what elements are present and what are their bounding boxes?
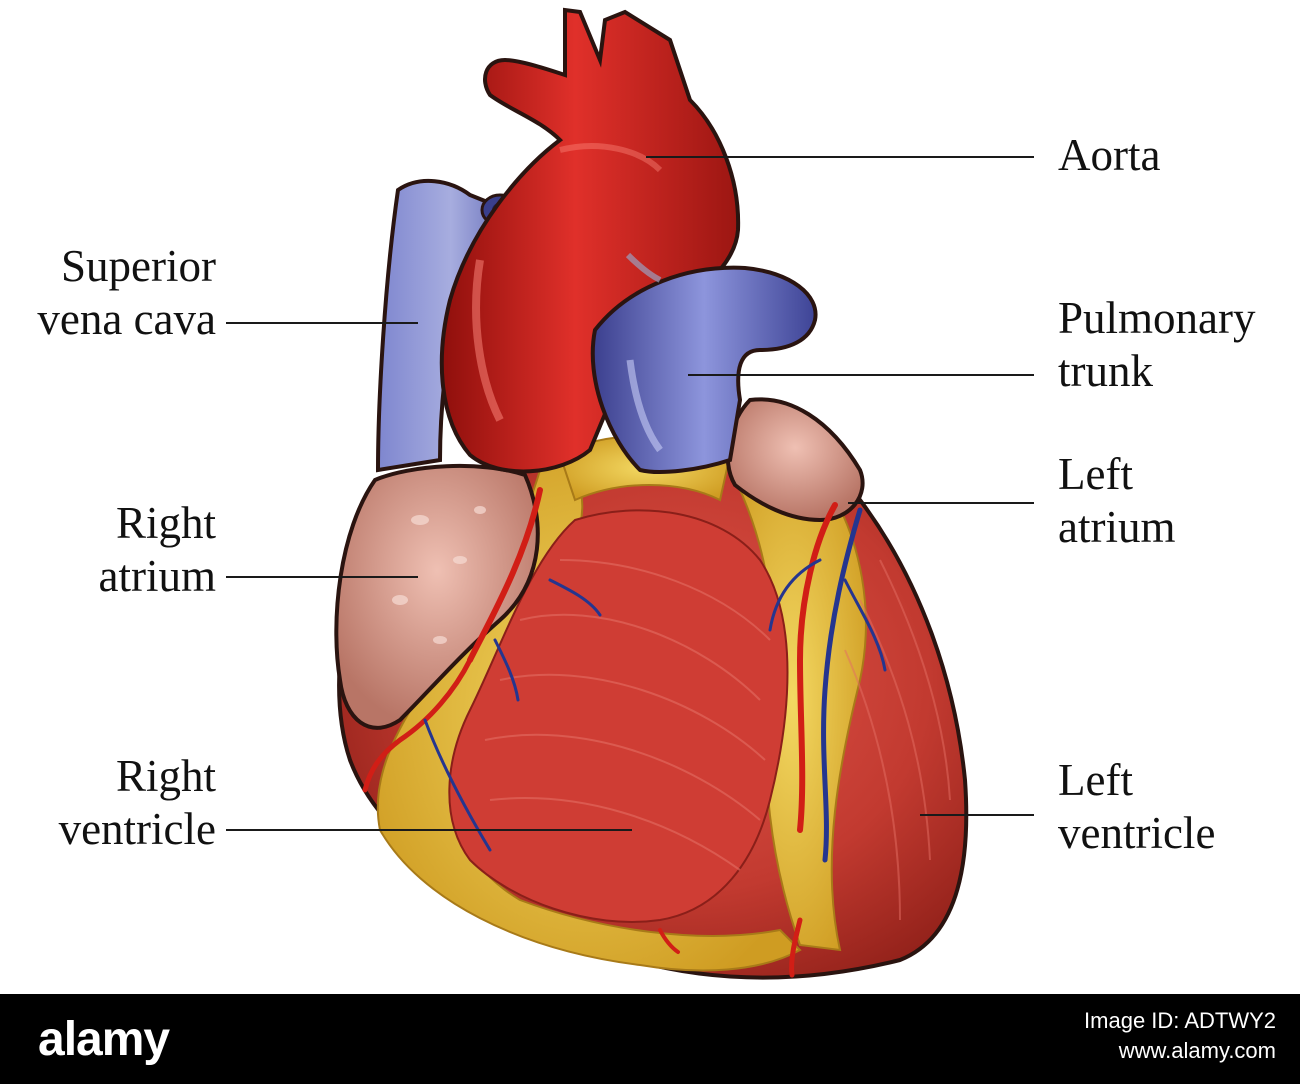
- leader-left-ventricle: [920, 814, 1034, 816]
- label-right-atrium-line1: Right: [115, 498, 216, 548]
- label-right-atrium: Right atrium: [99, 497, 216, 603]
- label-left-atrium-line1: Left: [1058, 449, 1133, 499]
- leader-right-ventricle: [226, 829, 632, 831]
- label-pulmonary-trunk: Pulmonary trunk: [1058, 292, 1256, 398]
- label-svc-line1: Superior: [61, 241, 216, 291]
- label-pulmonary-line1: Pulmonary: [1058, 293, 1256, 343]
- brand-logo: alamy: [38, 1013, 170, 1066]
- label-left-ventricle-line2: ventricle: [1058, 808, 1216, 858]
- heart-illustration: [334, 7, 969, 980]
- pulmonary-trunk: [590, 265, 818, 474]
- label-pulmonary-line2: trunk: [1058, 346, 1153, 396]
- leader-left-atrium: [848, 502, 1034, 504]
- footer-bar: alamy Image ID: ADTWY2 www.alamy.com: [0, 994, 1300, 1084]
- label-right-ventricle-line1: Right: [115, 751, 216, 801]
- leader-pulmonary: [688, 374, 1034, 376]
- image-id-text: Image ID: ADTWY2: [1084, 1008, 1276, 1033]
- label-left-ventricle: Left ventricle: [1058, 754, 1215, 860]
- label-right-ventricle-line2: ventricle: [58, 804, 216, 854]
- right-ventricle-muscle: [448, 509, 789, 923]
- label-aorta: Aorta: [1058, 129, 1160, 182]
- label-right-atrium-line2: atrium: [98, 551, 216, 601]
- image-id-block: Image ID: ADTWY2 www.alamy.com: [1084, 1006, 1276, 1066]
- label-superior-vena-cava: Superior vena cava: [37, 240, 216, 346]
- label-right-ventricle: Right ventricle: [59, 750, 216, 856]
- leader-right-atrium: [226, 576, 418, 578]
- heart-diagram: Aorta Superior vena cava Pulmonary trunk…: [37, 7, 1256, 980]
- label-svc-line2: vena cava: [37, 294, 216, 344]
- leader-svc: [226, 322, 418, 324]
- leader-aorta: [646, 156, 1034, 158]
- aorta: [439, 7, 741, 474]
- label-aorta-text: Aorta: [1058, 130, 1161, 180]
- label-left-atrium-line2: atrium: [1058, 502, 1176, 552]
- label-left-atrium: Left atrium: [1058, 448, 1175, 554]
- site-url-text: www.alamy.com: [1118, 1038, 1276, 1063]
- label-left-ventricle-line1: Left: [1058, 755, 1133, 805]
